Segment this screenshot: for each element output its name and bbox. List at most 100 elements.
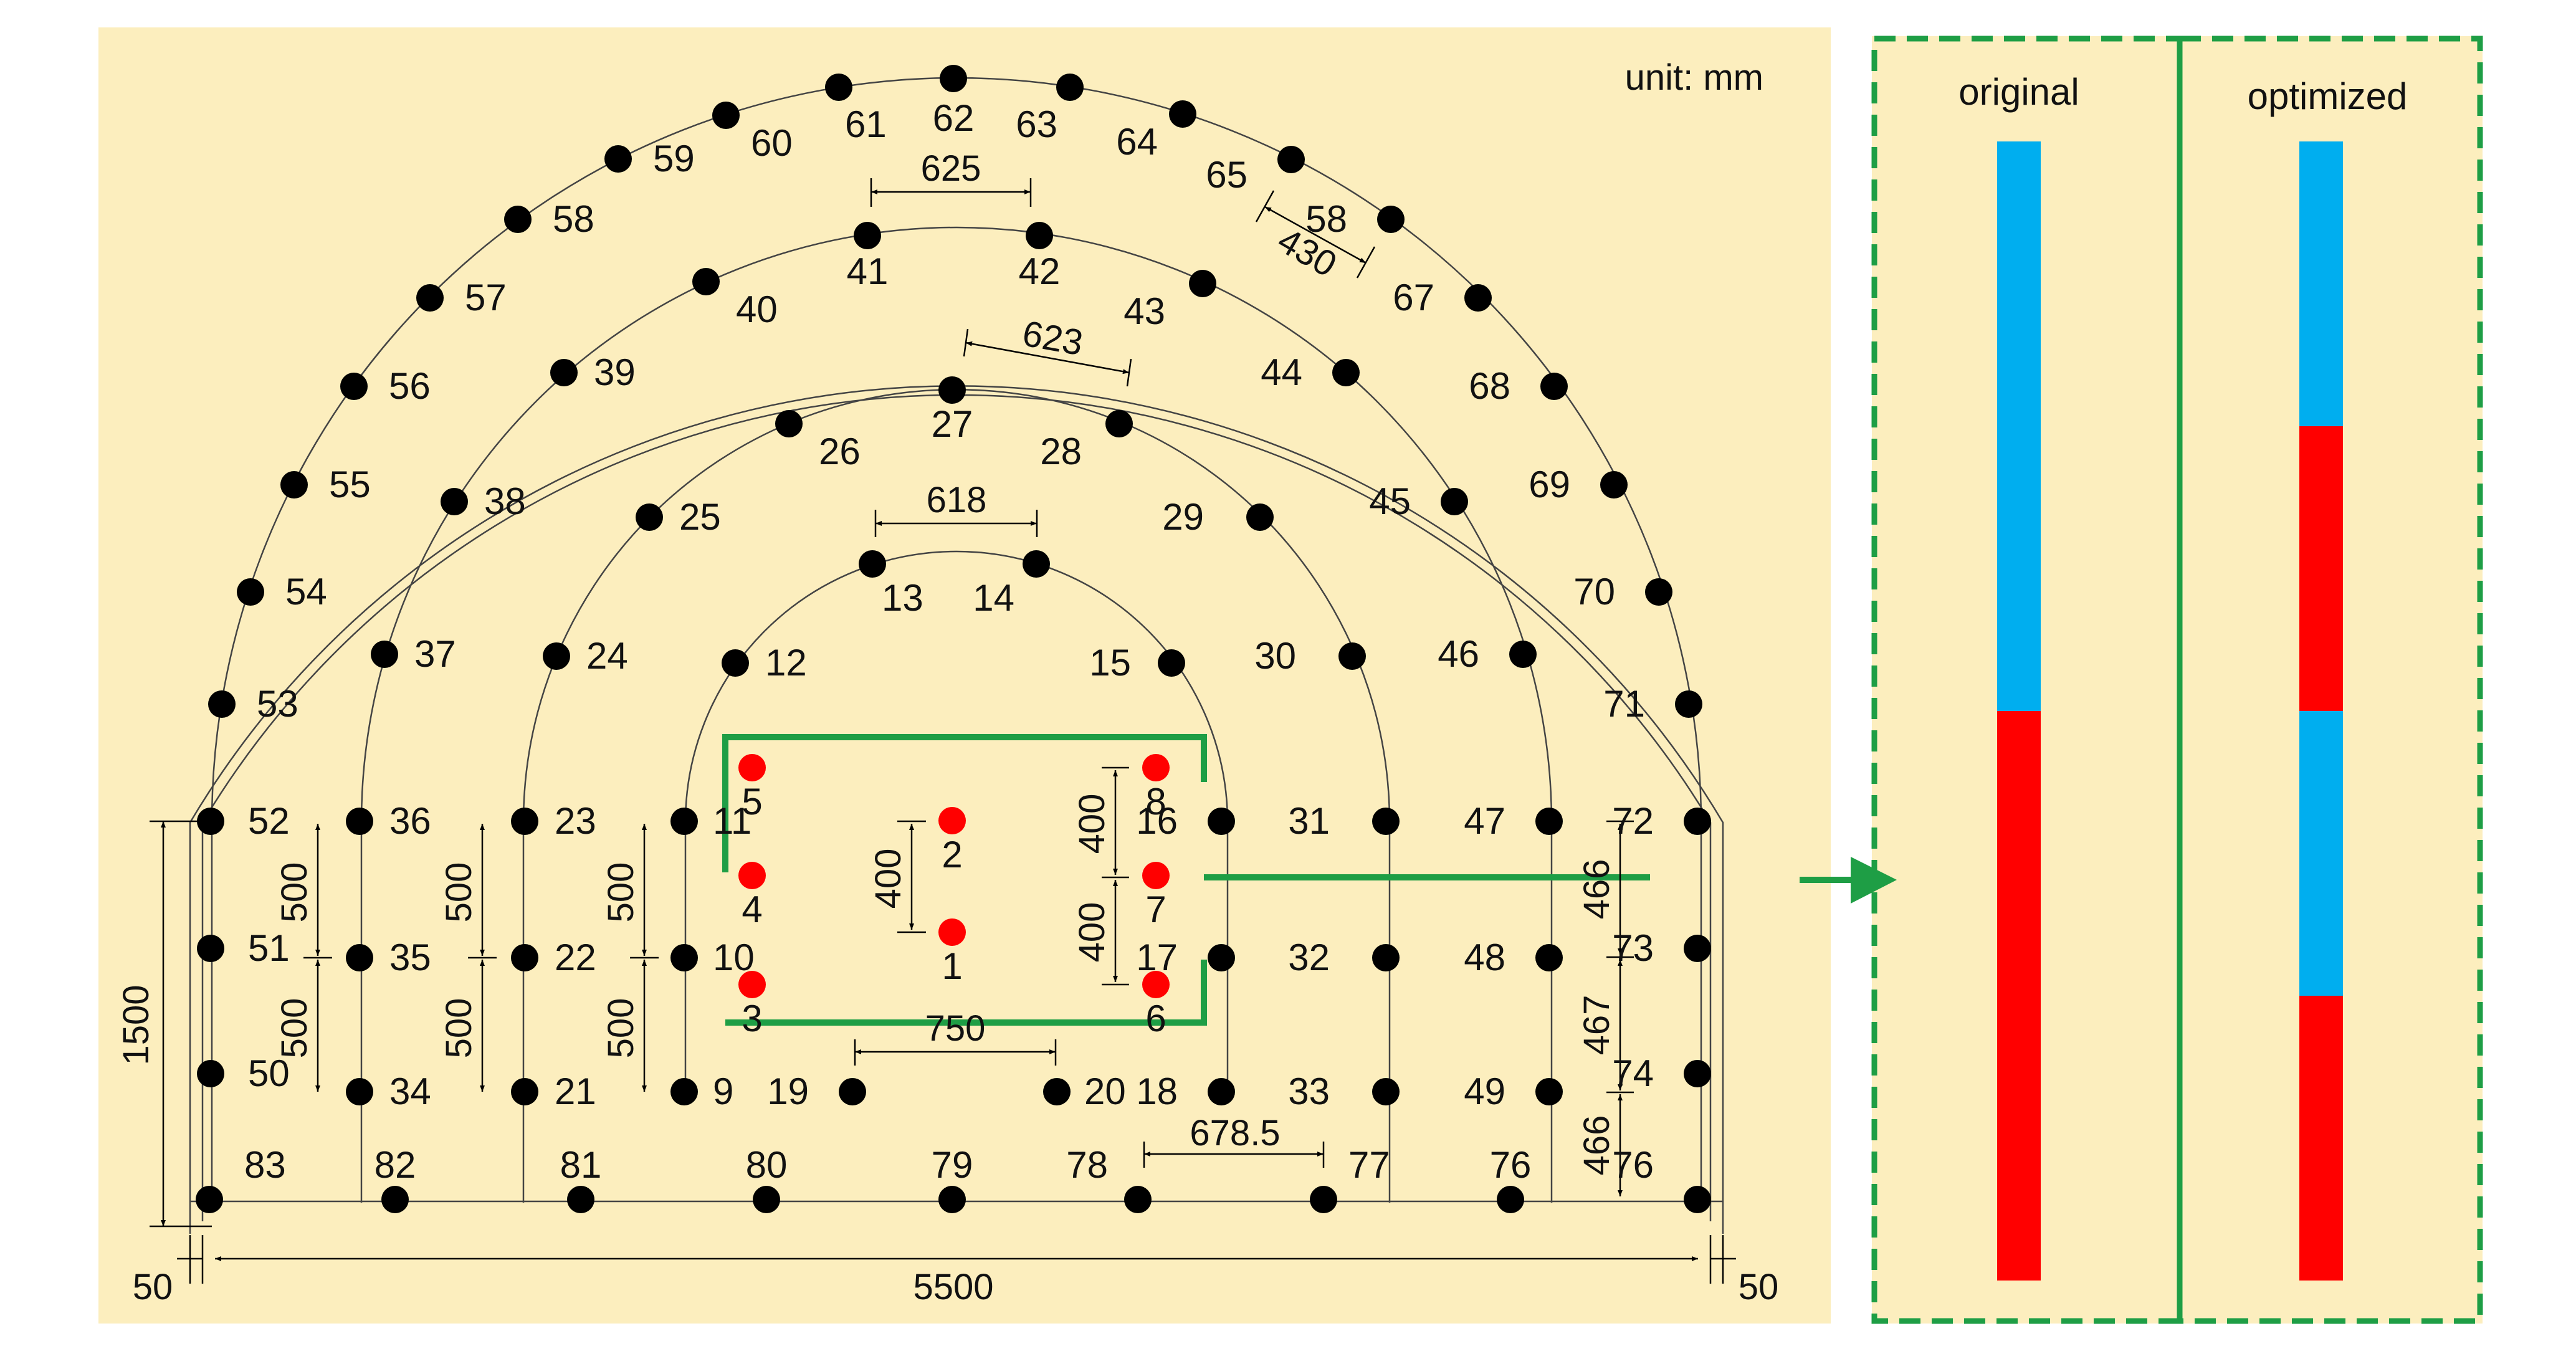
blast-hole: 49 <box>1464 1071 1563 1112</box>
blast-hole: 77 <box>1310 1144 1390 1213</box>
blast-hole: 1 <box>938 918 966 987</box>
blast-hole: 82 <box>374 1144 416 1213</box>
hole-number: 24 <box>586 635 628 677</box>
hole-marker <box>670 944 698 971</box>
blast-hole: 7 <box>1142 862 1170 930</box>
diagram-background <box>98 27 1831 1324</box>
blast-hole: 37 <box>371 633 456 675</box>
hole-marker <box>854 222 881 249</box>
hole-marker <box>1332 359 1360 386</box>
blast-hole: 2 <box>938 807 966 875</box>
hole-number: 7 <box>1145 889 1166 930</box>
dimension-value: 500 <box>439 998 479 1059</box>
blast-hole: 59 <box>604 138 695 179</box>
hole-number: 77 <box>1348 1144 1390 1186</box>
blast-hole: 32 <box>1288 937 1400 978</box>
blast-hole: 24 <box>543 635 628 677</box>
hole-marker <box>1056 74 1084 101</box>
hole-number: 53 <box>257 683 298 725</box>
hole-number: 36 <box>389 800 431 842</box>
hole-number: 47 <box>1464 800 1505 842</box>
hole-number: 6 <box>1145 998 1166 1039</box>
hole-marker <box>1372 808 1400 835</box>
hole-number: 62 <box>933 97 975 139</box>
blast-hole: 71 <box>1603 683 1702 725</box>
charge-bar-original <box>1997 141 2041 1281</box>
hole-marker <box>753 1186 780 1213</box>
hole-number: 2 <box>942 834 962 875</box>
blast-hole: 12 <box>722 642 807 684</box>
blast-hole: 83 <box>196 1144 286 1213</box>
dimension-value: 750 <box>925 1008 986 1049</box>
hole-marker <box>1026 222 1053 249</box>
hole-number: 65 <box>1206 154 1247 196</box>
hole-number: 25 <box>679 496 721 538</box>
hole-marker <box>197 935 224 962</box>
blast-hole: 56 <box>340 365 431 407</box>
blast-hole: 70 <box>1573 571 1672 613</box>
hole-marker <box>196 1186 223 1213</box>
hole-number: 21 <box>555 1071 596 1112</box>
bar-segment-blue <box>2299 711 2343 996</box>
hole-marker <box>1497 1186 1524 1213</box>
blast-hole: 58 <box>504 198 594 240</box>
cut-bracket-bottom <box>725 960 1207 1026</box>
dimension-value: 466 <box>1577 859 1617 920</box>
hole-number: 78 <box>1066 1144 1108 1186</box>
hole-marker <box>1189 270 1216 297</box>
blast-hole: 29 <box>1162 496 1274 538</box>
panel-title-optimized: optimized <box>2248 75 2408 117</box>
blast-hole: 33 <box>1288 1071 1400 1112</box>
hole-number: 28 <box>1040 431 1082 472</box>
hole-number: 64 <box>1116 121 1158 163</box>
hole-marker <box>738 971 766 998</box>
unit-label: unit: mm <box>1625 57 1763 98</box>
blast-hole: 39 <box>550 351 636 393</box>
charge-bar-optimized <box>2299 141 2343 1281</box>
hole-number: 70 <box>1573 571 1615 613</box>
hole-marker <box>1535 808 1563 835</box>
bar-segment-blue <box>1997 141 2041 711</box>
hole-number: 72 <box>1612 800 1654 842</box>
hole-number: 45 <box>1369 480 1411 522</box>
hole-marker <box>1372 1078 1400 1105</box>
hole-marker <box>839 1078 866 1105</box>
hole-marker <box>1684 1186 1711 1213</box>
blast-hole: 3 <box>738 971 766 1039</box>
hole-marker <box>712 102 740 129</box>
hole-number: 80 <box>746 1144 788 1186</box>
blast-hole: 76 <box>1490 1144 1532 1213</box>
hole-number: 58 <box>553 198 594 240</box>
hole-marker <box>1645 578 1672 606</box>
blast-hole: 44 <box>1261 351 1360 393</box>
blast-hole: 80 <box>746 1144 788 1213</box>
hole-number: 76 <box>1490 1144 1532 1186</box>
hole-number: 8 <box>1145 781 1166 823</box>
hole-number: 56 <box>389 365 431 407</box>
blast-hole: 36 <box>346 800 431 842</box>
cut-bracket <box>722 734 1207 872</box>
hole-marker <box>1246 503 1274 531</box>
hole-marker <box>208 690 236 718</box>
contour-line-4 <box>684 550 1229 1097</box>
blast-hole: 27 <box>932 376 973 445</box>
hole-marker <box>1105 410 1133 437</box>
hole-marker <box>197 1060 224 1087</box>
hole-marker <box>938 1186 966 1213</box>
hole-number: 23 <box>555 800 596 842</box>
hole-number: 69 <box>1529 464 1570 505</box>
blast-hole: 26 <box>775 410 861 472</box>
hole-number: 29 <box>1162 496 1204 538</box>
blast-hole: 14 <box>973 550 1050 619</box>
blast-hole: 48 <box>1464 937 1563 978</box>
hole-marker <box>938 807 966 834</box>
hole-marker <box>738 862 766 889</box>
hole-marker <box>1675 690 1702 718</box>
hole-number: 34 <box>389 1071 431 1112</box>
dimension-value: 1500 <box>116 985 156 1065</box>
hole-marker <box>346 944 373 971</box>
hole-marker <box>775 410 803 437</box>
blast-hole: 11 <box>670 800 751 842</box>
hole-marker <box>1372 944 1400 971</box>
blast-hole: 57 <box>416 277 507 318</box>
